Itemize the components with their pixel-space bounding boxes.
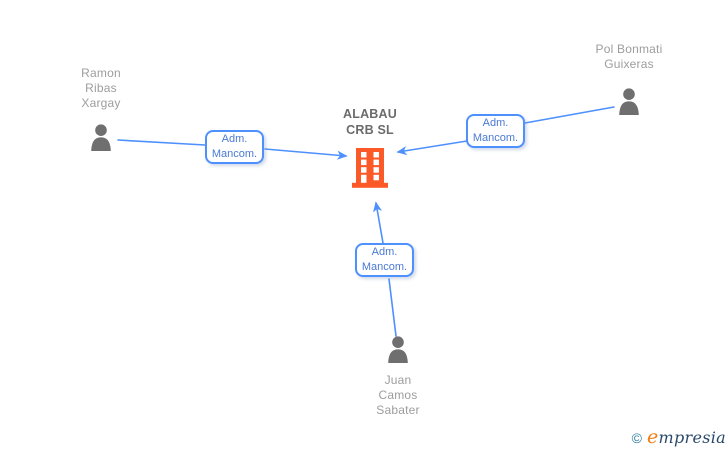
edge-label-to-company-bottom [373,201,384,244]
edge-pol-to-label [524,106,615,124]
company-node-alabau-crb-sl[interactable]: ALABAU CRB SL [310,107,430,188]
copyright-icon: © [631,430,642,446]
empresia-logo: empresia [647,426,726,448]
edge-label-adm-mancom-pol: Adm. Mancom. [466,114,525,148]
empresia-logo-rest: mpresia [658,428,726,447]
company-building-icon [352,148,388,188]
edge-label-adm-mancom-ramon: Adm. Mancom. [205,130,264,164]
edge-label-to-company-right [396,140,468,156]
edge-label-adm-mancom-juan: Adm. Mancom. [355,243,414,277]
person-name-juan: Juan Camos Sabater [376,373,420,417]
person-name-pol: Pol Bonmati Guixeras [595,42,663,71]
person-node-ramon[interactable]: Ramon Ribas Xargay [41,66,161,151]
edge-ramon-to-label [117,139,206,146]
person-icon [91,124,111,151]
person-node-juan[interactable]: Juan Camos Sabater [338,336,458,418]
person-name-ramon: Ramon Ribas Xargay [81,66,121,110]
person-node-pol[interactable]: Pol Bonmati Guixeras [569,42,689,115]
person-icon [388,336,408,363]
empresia-logo-initial: e [646,426,659,448]
company-name: ALABAU CRB SL [343,107,397,137]
empresia-watermark: © empresia [632,426,726,448]
person-icon [619,88,639,115]
edge-juan-to-label [388,278,397,337]
edge-label-to-company-left [264,148,348,160]
